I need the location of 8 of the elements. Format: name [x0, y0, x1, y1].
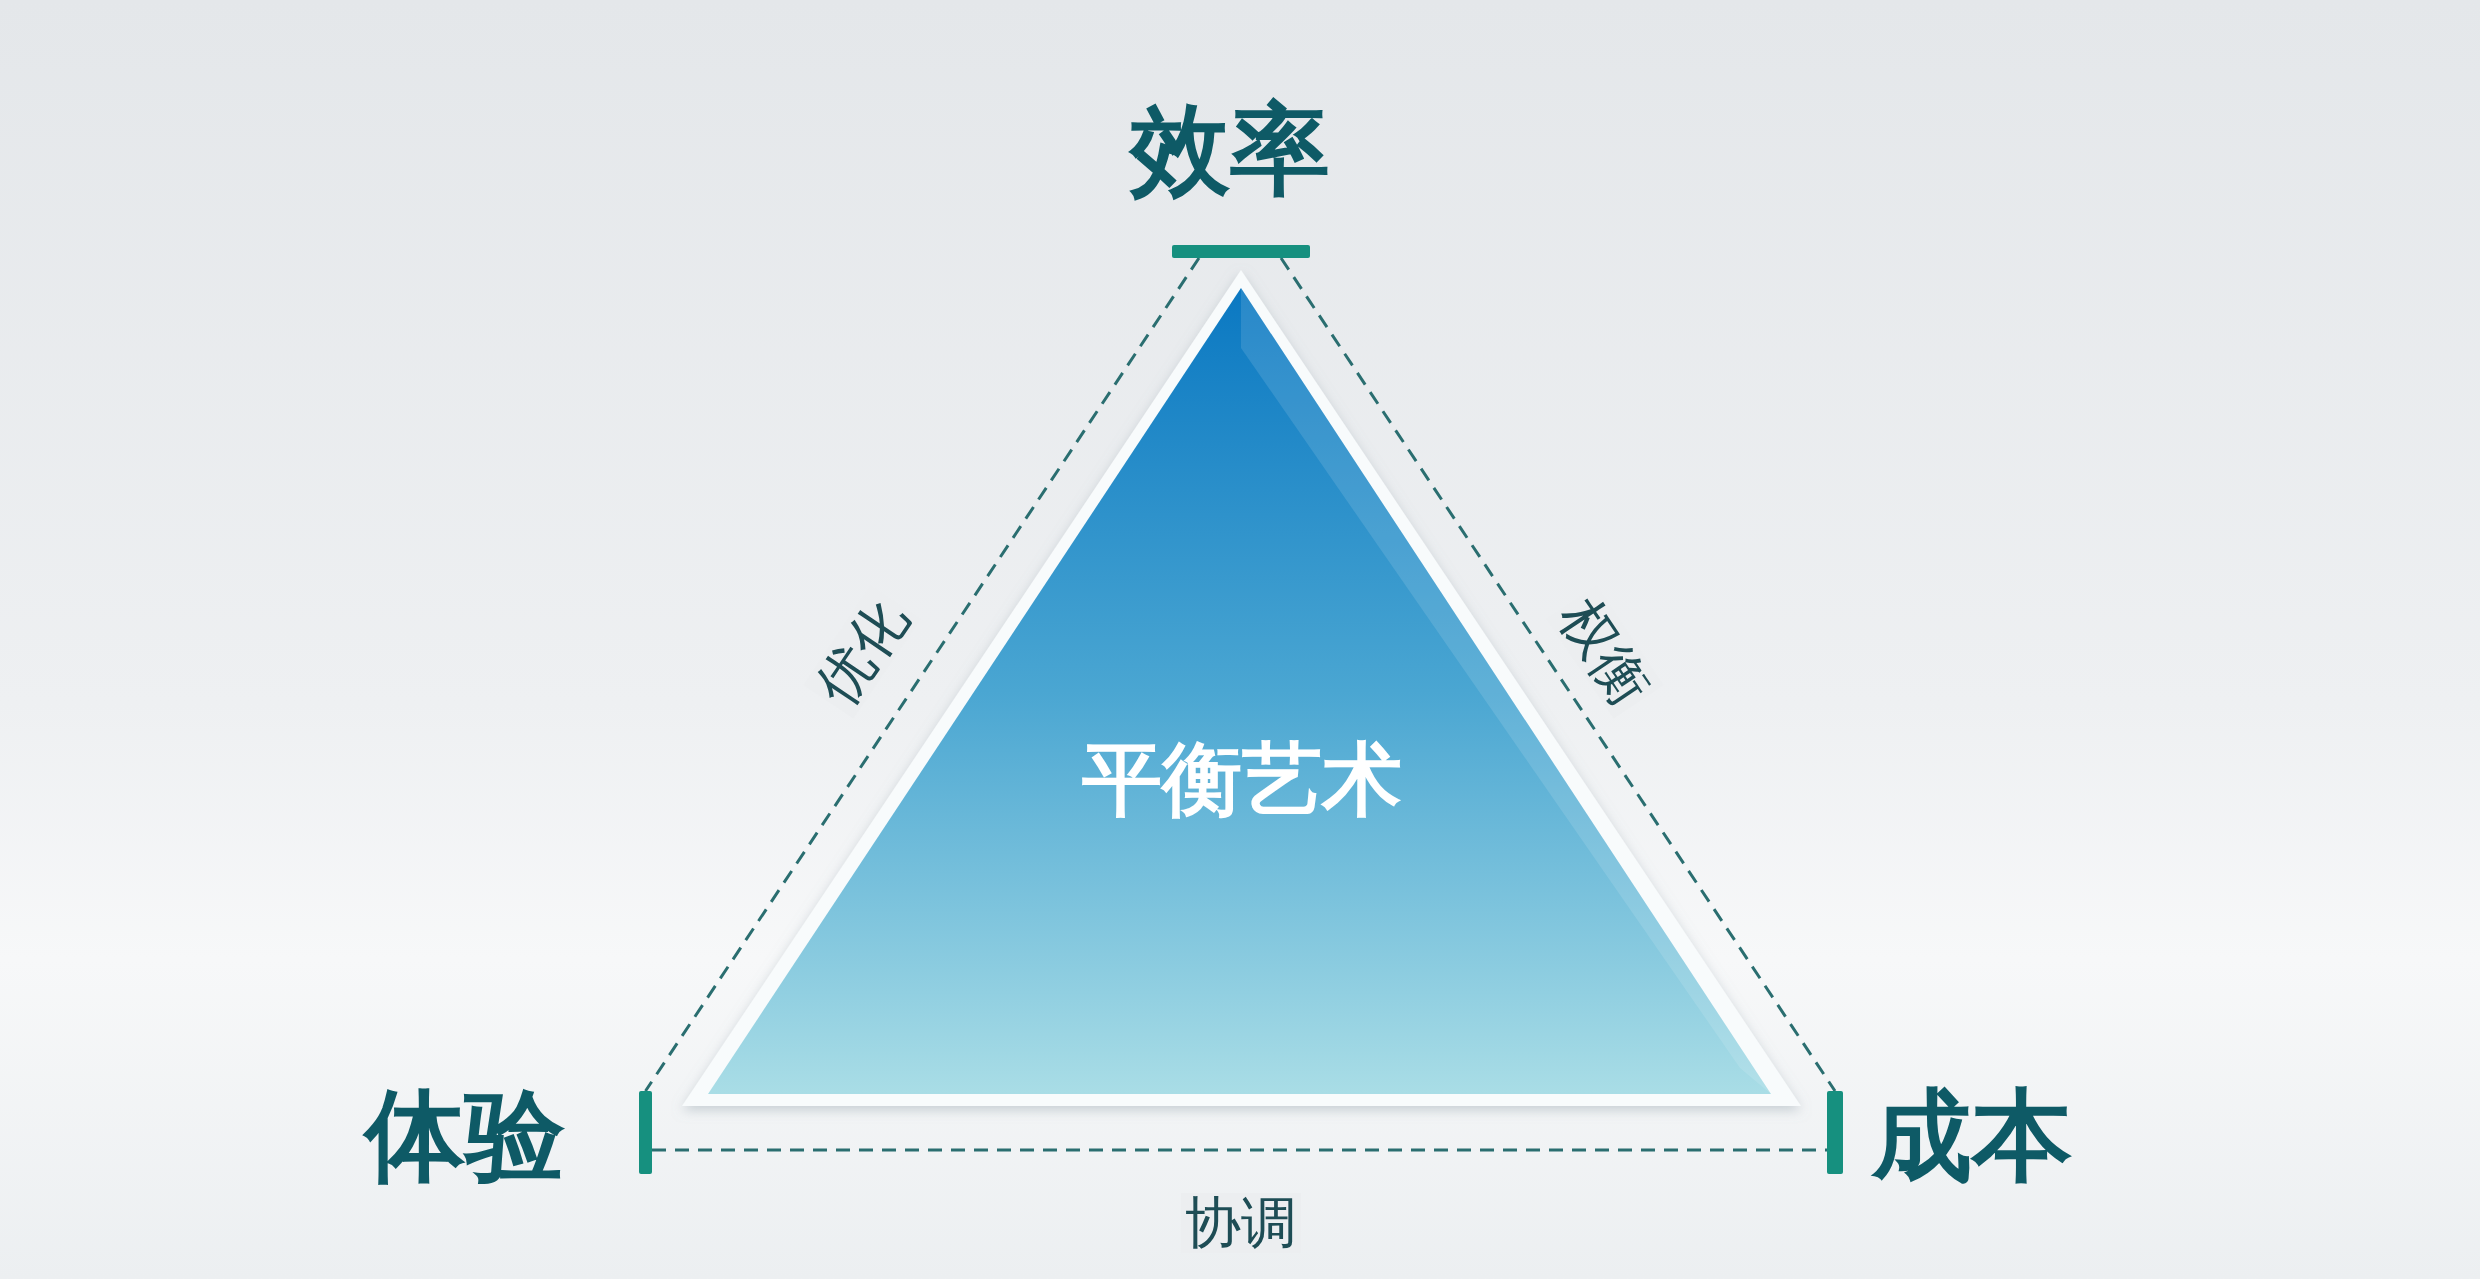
- dashed-connector: [644, 257, 1201, 1092]
- center-label: 平衡艺术: [1080, 735, 1403, 825]
- end-cap: [639, 1091, 652, 1174]
- dashed-connector: [1279, 257, 1837, 1092]
- vertex-label: 成本: [1872, 1086, 2094, 1186]
- dashed-connector: [652, 1148, 1827, 1152]
- end-cap: [1172, 245, 1310, 258]
- end-cap: [1827, 1091, 1843, 1174]
